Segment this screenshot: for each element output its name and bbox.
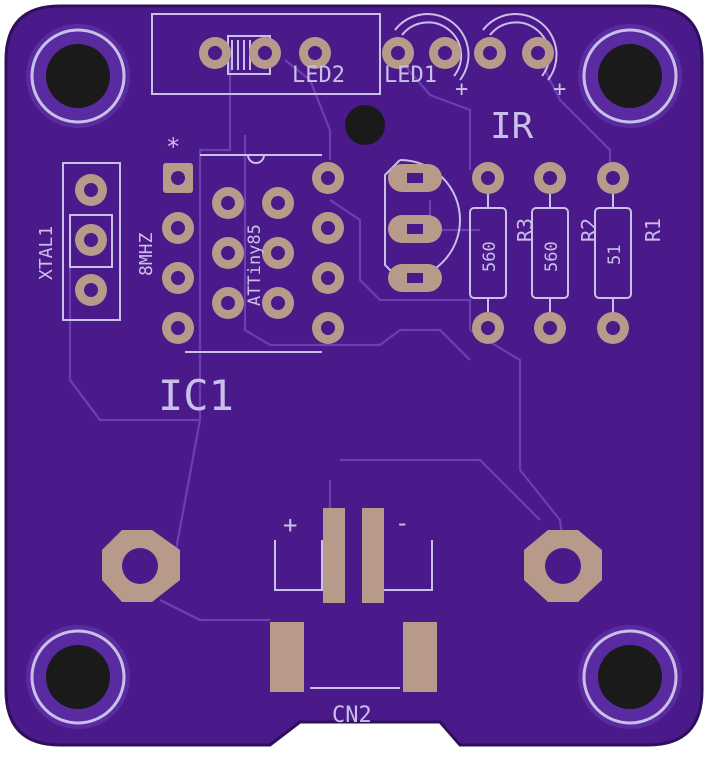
r1-footprint bbox=[594, 162, 632, 344]
led2-footprint bbox=[151, 13, 381, 95]
mounting-hole-bottom-left bbox=[26, 625, 130, 729]
ir-footprint bbox=[474, 13, 558, 81]
chip-name-label: ATTiny85 bbox=[245, 224, 265, 306]
r3-label: R3 bbox=[513, 218, 537, 242]
pin1-marker: * bbox=[166, 133, 180, 161]
cn2-footprint bbox=[270, 508, 437, 692]
ir-plus-label: + bbox=[553, 77, 566, 102]
xtal1-label: XTAL1 bbox=[36, 226, 57, 280]
r1-label: R1 bbox=[641, 218, 665, 242]
led1-plus-label: + bbox=[455, 77, 468, 102]
ic1-footprint bbox=[162, 154, 344, 353]
led1-label: LED1 bbox=[384, 63, 437, 88]
center-hole bbox=[345, 105, 385, 145]
cn2-label: CN2 bbox=[332, 703, 372, 728]
ir-label: IR bbox=[490, 106, 534, 147]
r3-footprint bbox=[469, 162, 507, 344]
crystal-frequency-label: 8MHZ bbox=[136, 232, 157, 276]
led2-label: LED2 bbox=[292, 63, 345, 88]
cn2-mount-left bbox=[270, 622, 304, 692]
ic1-label: IC1 bbox=[158, 371, 234, 420]
led1-footprint bbox=[382, 13, 470, 81]
cn2-pad-plus bbox=[323, 508, 345, 603]
cn2-minus-label: - bbox=[395, 509, 409, 537]
mounting-hole-top-left bbox=[26, 24, 130, 128]
cn2-plus-label: + bbox=[283, 511, 297, 539]
r3-value: 560 bbox=[480, 241, 500, 272]
mounting-hole-top-right bbox=[578, 24, 682, 128]
r2-value: 560 bbox=[542, 241, 562, 272]
r2-footprint bbox=[531, 162, 569, 344]
cn2-mount-right bbox=[403, 622, 437, 692]
r1-value: 51 bbox=[605, 245, 625, 265]
r2-label: R2 bbox=[577, 218, 601, 242]
cn2-pad-minus bbox=[362, 508, 384, 603]
sensor-footprint bbox=[384, 159, 461, 292]
mounting-hole-bottom-right bbox=[578, 625, 682, 729]
xtal1-footprint bbox=[62, 162, 121, 321]
